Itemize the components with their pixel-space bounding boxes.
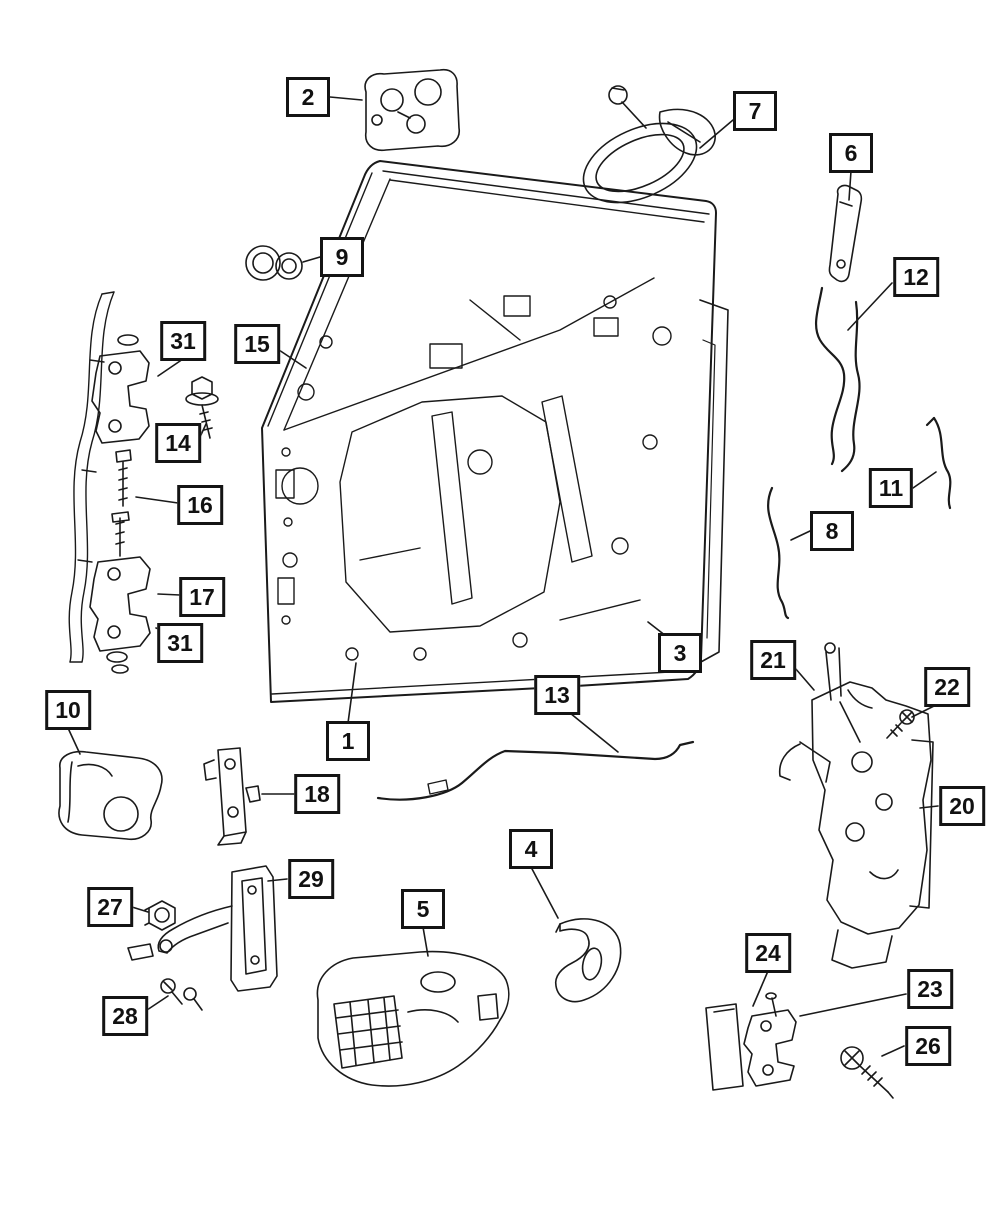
callout-13: 13 [534,675,580,715]
callout-2: 2 [286,77,330,117]
lower-door-hinge-drawing [705,992,797,1091]
part-27-nut-drawing [144,900,176,931]
part-5-trim-panel-drawing [316,950,510,1087]
callout-21: 21 [750,640,796,680]
callout-28: 28 [102,996,148,1036]
part-11-rod-drawing [925,416,952,510]
callout-20: 20 [939,786,985,826]
part-28-bolt-drawing [160,978,203,1011]
callout-17: 17 [179,577,225,617]
callout-7: 7 [733,91,777,131]
callout-10: 10 [45,690,91,730]
callout-12: 12 [893,257,939,297]
door-harness-conduit-drawing [68,291,115,663]
part-14-bolt-drawing [185,376,219,439]
part-10-mirror-flag-drawing [58,750,163,841]
callout-22: 22 [924,667,970,707]
part-2-module-drawing [364,68,460,152]
part-22-screw-drawing [886,709,915,739]
part-9-grommet-drawing [245,245,303,281]
door-panel-details [275,295,672,661]
callout-5: 5 [401,889,445,929]
callout-31-upper: 31 [160,321,206,361]
callout-11: 11 [868,468,914,508]
callout-3: 3 [658,633,702,673]
callout-8: 8 [810,511,854,551]
callout-27: 27 [87,887,133,927]
callout-16: 16 [177,485,223,525]
callout-6: 6 [829,133,873,173]
callout-15: 15 [234,324,280,364]
callout-26: 26 [905,1026,951,1066]
callout-23: 23 [907,969,953,1009]
callout-29: 29 [288,859,334,899]
callout-18: 18 [294,774,340,814]
callout-14: 14 [155,423,201,463]
upper-hinge-drawing [91,334,150,507]
part-7-exterior-handle-drawing [582,85,716,204]
part-4-bezel-drawing [554,918,622,1003]
part-12-lock-rod-drawing [814,286,861,473]
part-18-bracket-drawing [203,747,261,846]
callout-4: 4 [509,829,553,869]
callout-9: 9 [320,237,364,277]
part-6-trim-drawing [828,184,863,283]
latch-assembly-drawing [778,642,934,969]
part-13-rod-drawing [376,740,695,801]
callout-24: 24 [745,933,791,973]
part-8-rod-drawing [767,486,790,620]
part-29-check-strap-drawing [127,865,278,992]
callout-31-lower: 31 [157,623,203,663]
part-26-screw-drawing [840,1046,894,1099]
lower-hinge-drawing [89,511,151,674]
callout-1: 1 [326,721,370,761]
